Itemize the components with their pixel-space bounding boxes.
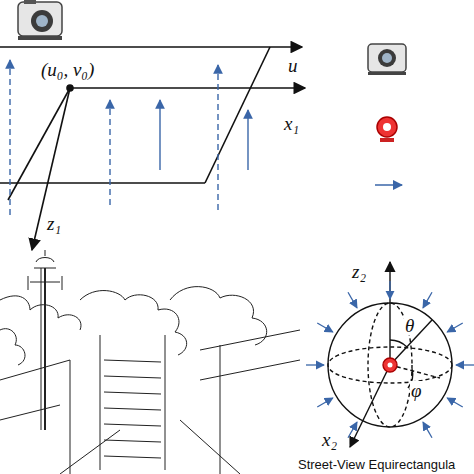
inward-ray xyxy=(423,422,432,438)
inward-ray xyxy=(389,281,390,299)
stair-stroke xyxy=(104,456,161,458)
inward-ray xyxy=(348,422,357,438)
inward-ray xyxy=(317,398,333,407)
inward-ray xyxy=(447,323,463,332)
axis-label: z₂ xyxy=(352,262,366,281)
ray-legend-arrow xyxy=(375,184,402,186)
angle-label: θ xyxy=(404,316,415,335)
inward-ray xyxy=(447,398,463,407)
stair-stroke xyxy=(104,360,161,362)
stair-stroke xyxy=(104,440,161,442)
axis-label: z₁ xyxy=(46,214,62,233)
angle-label: φ xyxy=(410,381,423,400)
inward-ray xyxy=(348,292,357,308)
inward-ray xyxy=(317,323,333,332)
axis-label: x₂ xyxy=(322,430,337,449)
camera-icon xyxy=(18,0,62,40)
caption-text: Street-View Equirectangula xyxy=(298,458,455,471)
stair-stroke xyxy=(104,408,161,410)
equirectangular-sphere xyxy=(306,262,474,447)
stair-stroke xyxy=(104,392,161,394)
camera-icon xyxy=(368,44,406,75)
panorama-camera-icon xyxy=(377,117,397,142)
point-label: (u₀, v₀) xyxy=(40,60,95,79)
projection-rays xyxy=(10,60,248,215)
inward-ray xyxy=(423,292,432,308)
inward-ray xyxy=(456,364,474,365)
stair-stroke xyxy=(104,376,161,378)
stair-stroke xyxy=(104,424,161,426)
axis-label: x₁ xyxy=(284,114,299,133)
inward-ray xyxy=(306,364,324,365)
street-sketch xyxy=(0,250,300,474)
image-plane xyxy=(0,47,305,250)
axis-label: u xyxy=(288,56,298,75)
